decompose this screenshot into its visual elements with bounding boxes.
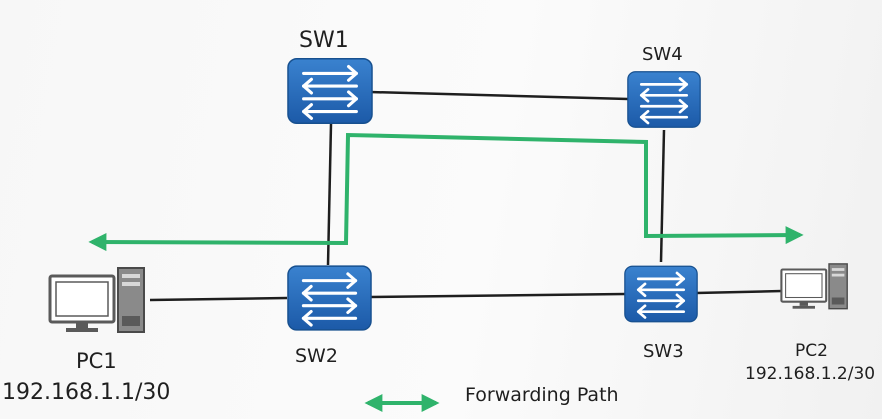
computer-icon-pc1[interactable]: [48, 266, 146, 334]
pc2-ip-address: 192.168.1.2/30: [745, 364, 876, 384]
link-sw3-pc2: [695, 289, 783, 295]
switch-icon-sw4[interactable]: [627, 70, 701, 129]
switch-icon-sw3[interactable]: [624, 264, 698, 324]
pc2-label: PC2: [795, 341, 828, 361]
legend-label: Forwarding Path: [465, 384, 619, 406]
link-pc1-sw2: [149, 296, 288, 302]
sw2-label: SW2: [295, 345, 338, 367]
link-sw2-sw3: [369, 292, 626, 299]
link-sw1-sw4: [369, 90, 629, 101]
computers: [48, 262, 849, 334]
pc1-ip-address: 192.168.1.1/30: [2, 380, 171, 405]
switches: [287, 57, 701, 332]
forwarding-path: [88, 132, 804, 252]
links: [149, 90, 783, 302]
pc1-label: PC1: [76, 349, 117, 373]
link-sw4-sw3: [659, 129, 666, 263]
computer-icon-pc2[interactable]: [780, 262, 849, 310]
switch-icon-sw1[interactable]: [287, 57, 373, 125]
switch-icon-sw2[interactable]: [287, 264, 372, 332]
sw1-label: SW1: [299, 28, 349, 53]
sw4-label: SW4: [642, 44, 683, 65]
sw3-label: SW3: [643, 341, 684, 362]
